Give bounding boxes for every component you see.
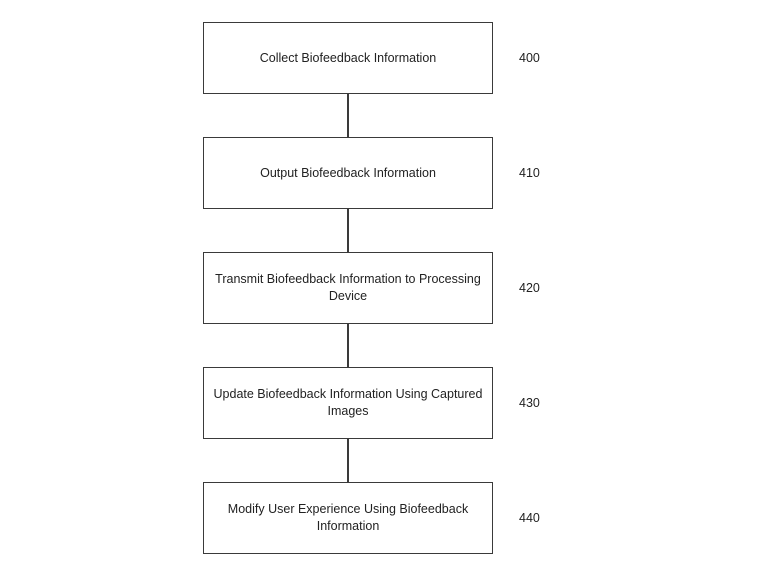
step-box-430: Update Biofeedback Information Using Cap… bbox=[203, 367, 493, 439]
connector-420-430 bbox=[347, 324, 349, 367]
step-box-440: Modify User Experience Using Biofeedback… bbox=[203, 482, 493, 554]
step-box-410: Output Biofeedback Information bbox=[203, 137, 493, 209]
step-label-420: Transmit Biofeedback Information to Proc… bbox=[215, 272, 481, 303]
step-label-430: Update Biofeedback Information Using Cap… bbox=[213, 387, 483, 418]
step-label-410: Output Biofeedback Information bbox=[260, 165, 436, 180]
step-box-400: Collect Biofeedback Information bbox=[203, 22, 493, 94]
step-box-420: Transmit Biofeedback Information to Proc… bbox=[203, 252, 493, 324]
connector-430-440 bbox=[347, 439, 349, 482]
step-ref-430: 430 bbox=[519, 396, 540, 410]
step-label-400: Collect Biofeedback Information bbox=[259, 50, 437, 65]
connector-410-420 bbox=[347, 209, 349, 252]
step-ref-420: 420 bbox=[519, 281, 540, 295]
step-ref-440: 440 bbox=[519, 511, 540, 525]
connector-400-410 bbox=[347, 94, 349, 137]
step-ref-400: 400 bbox=[519, 51, 540, 65]
step-label-440: Modify User Experience Using Biofeedback… bbox=[227, 502, 469, 533]
step-ref-410: 410 bbox=[519, 166, 540, 180]
